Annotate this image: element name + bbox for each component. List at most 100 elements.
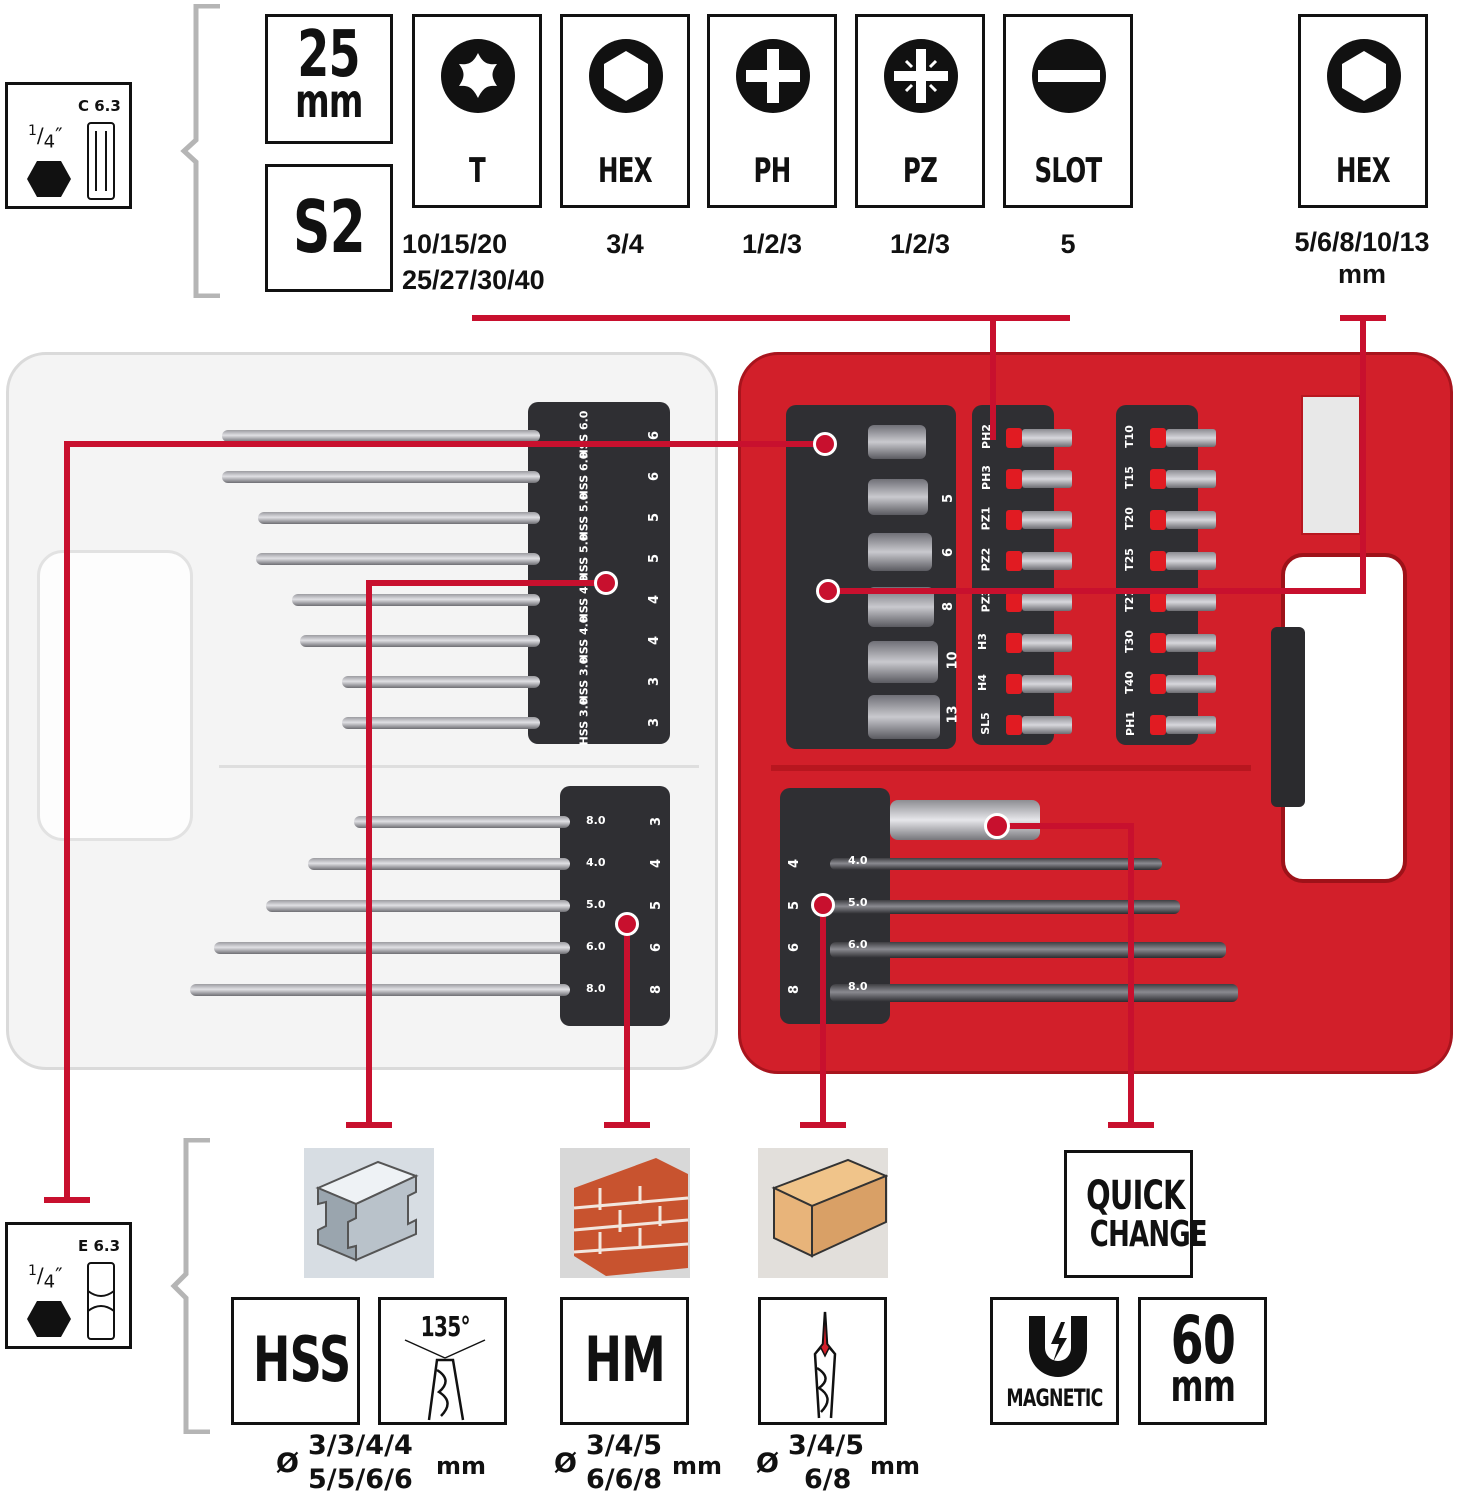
right-bit (1166, 552, 1216, 570)
phillips-icon (736, 39, 810, 113)
middle-bit-label: PZ2 (979, 547, 993, 572)
hss-drill-size: 6 (647, 471, 663, 482)
nut-box-hex: HEX (1298, 14, 1428, 208)
leader-hex-horizontal (828, 588, 1366, 594)
nut-driver (868, 479, 928, 515)
leader-dot-shank (813, 432, 837, 456)
hex-icon (589, 39, 663, 113)
wood-drill-size: 5 (787, 900, 803, 911)
angle-135-badge: 135° (378, 1297, 507, 1425)
masonry-drill-label: 6.0 (586, 940, 606, 953)
leader-wood-drop (820, 902, 826, 1125)
wood-drill-label: 6.0 (848, 938, 868, 951)
brick-wall-icon (560, 1148, 690, 1278)
hex-shank-icon (27, 1301, 71, 1337)
masonry-drill-bit (354, 816, 570, 828)
middle-bit (1022, 470, 1072, 488)
hss-drill-size: 4 (647, 635, 663, 646)
quick-change-line2: CHANGE (1089, 1214, 1208, 1255)
shank-size: E 6.3 (78, 1237, 121, 1255)
quick-change-adapter (890, 800, 1040, 840)
middle-bit (1022, 716, 1072, 734)
middle-bit-band (1006, 510, 1022, 530)
leader-quick-horizontal (996, 823, 1130, 829)
wood-drill-label: 8.0 (848, 980, 868, 993)
hss-drill-size: 5 (647, 512, 663, 523)
leader-shank-cap (44, 1197, 90, 1203)
right-bit-label: T20 (1122, 507, 1136, 530)
right-bit (1166, 634, 1216, 652)
length-unit: mm (1170, 1361, 1235, 1412)
quick-change-badge: QUICK CHANGE (1064, 1150, 1208, 1278)
group-bracket-bottom (170, 1138, 210, 1434)
nut-driver-size: 10 (945, 651, 961, 670)
pozidriv-icon (884, 39, 958, 113)
masonry-drill-label: 5.0 (586, 898, 606, 911)
group-bracket-top (180, 4, 220, 298)
leader-quick-drop (1128, 823, 1134, 1125)
hss-drill-bit (292, 594, 540, 606)
hss-drill-bit (342, 676, 540, 688)
c-shank-profile-icon (87, 122, 115, 200)
material-text: S2 (293, 185, 366, 269)
wood-drill-size: 6 (787, 942, 803, 953)
leader-hss-horizontal (366, 580, 606, 586)
brad-point-tip-icon (813, 1311, 837, 1419)
masonry-drill-size: 8 (649, 984, 665, 995)
wood-drill-bit (830, 858, 1162, 870)
wood-drill-bit (830, 942, 1226, 958)
masonry-drill-bit (308, 858, 570, 870)
right-bit-band (1150, 592, 1166, 612)
leader-top-drop (990, 315, 996, 440)
nut-hex-sizes: 5/6/8/10/13 mm (1294, 227, 1430, 289)
masonry-drill-size: 4 (649, 858, 665, 869)
wood-diameter-sizes: Ø 3/4/5 6/8 mm (756, 1430, 921, 1495)
hex-shank-icon (27, 161, 71, 197)
middle-bit-band (1006, 715, 1022, 735)
wood-drill-label: 4.0 (848, 854, 868, 867)
right-bit-label: T30 (1122, 630, 1136, 653)
length-unit: mm (295, 74, 363, 128)
hss-drill-size: 3 (647, 676, 663, 687)
wood-drill-size: 4 (787, 858, 803, 869)
slot-icon (1032, 39, 1106, 113)
right-bit (1166, 429, 1216, 447)
case-latch (1271, 627, 1305, 807)
leader-dot-wood (811, 893, 835, 917)
length-badge-60mm: 60 mm (1138, 1297, 1267, 1425)
magnetic-label: MAGNETIC (1006, 1384, 1103, 1412)
nut-driver (868, 533, 932, 571)
wood-drill-size: 8 (787, 984, 803, 995)
lid-handle-cutout (37, 550, 193, 841)
angle-label: 135° (420, 1310, 471, 1343)
length-value: 60 (1170, 1302, 1235, 1379)
hss-drill-size: 6 (647, 430, 663, 441)
hss-drill-size: 5 (647, 553, 663, 564)
fraction-quarter-inch: 1/4″ (28, 123, 63, 153)
right-bit-band (1150, 633, 1166, 653)
lid-rib (219, 765, 699, 768)
right-bit-label: T40 (1122, 671, 1136, 694)
middle-bit (1022, 511, 1072, 529)
hex-icon (1327, 39, 1401, 113)
length-badge-25mm: 25 mm (265, 14, 393, 144)
masonry-drill-bit (190, 984, 570, 996)
bit-box-torx: T (412, 14, 542, 208)
middle-bit (1022, 429, 1072, 447)
masonry-drill-size: 3 (649, 816, 665, 827)
hm-label: HM (584, 1323, 665, 1396)
shank-badge-c63: C 6.3 1/4″ (5, 82, 132, 209)
right-bit-band (1150, 510, 1166, 530)
hss-drill-bit (222, 471, 540, 483)
fraction-quarter-inch: 1/4″ (28, 1263, 63, 1293)
phillips-sizes: 1/2/3 (741, 229, 803, 259)
right-bit (1166, 716, 1216, 734)
leader-hss-cap (346, 1122, 392, 1128)
middle-bit (1022, 593, 1072, 611)
hss-drill-bit (222, 430, 540, 442)
right-bit (1166, 511, 1216, 529)
leader-hm-cap (604, 1122, 650, 1128)
masonry-drill-bit (266, 900, 570, 912)
case-handle-cutout (1281, 553, 1407, 883)
right-bit-band (1150, 469, 1166, 489)
